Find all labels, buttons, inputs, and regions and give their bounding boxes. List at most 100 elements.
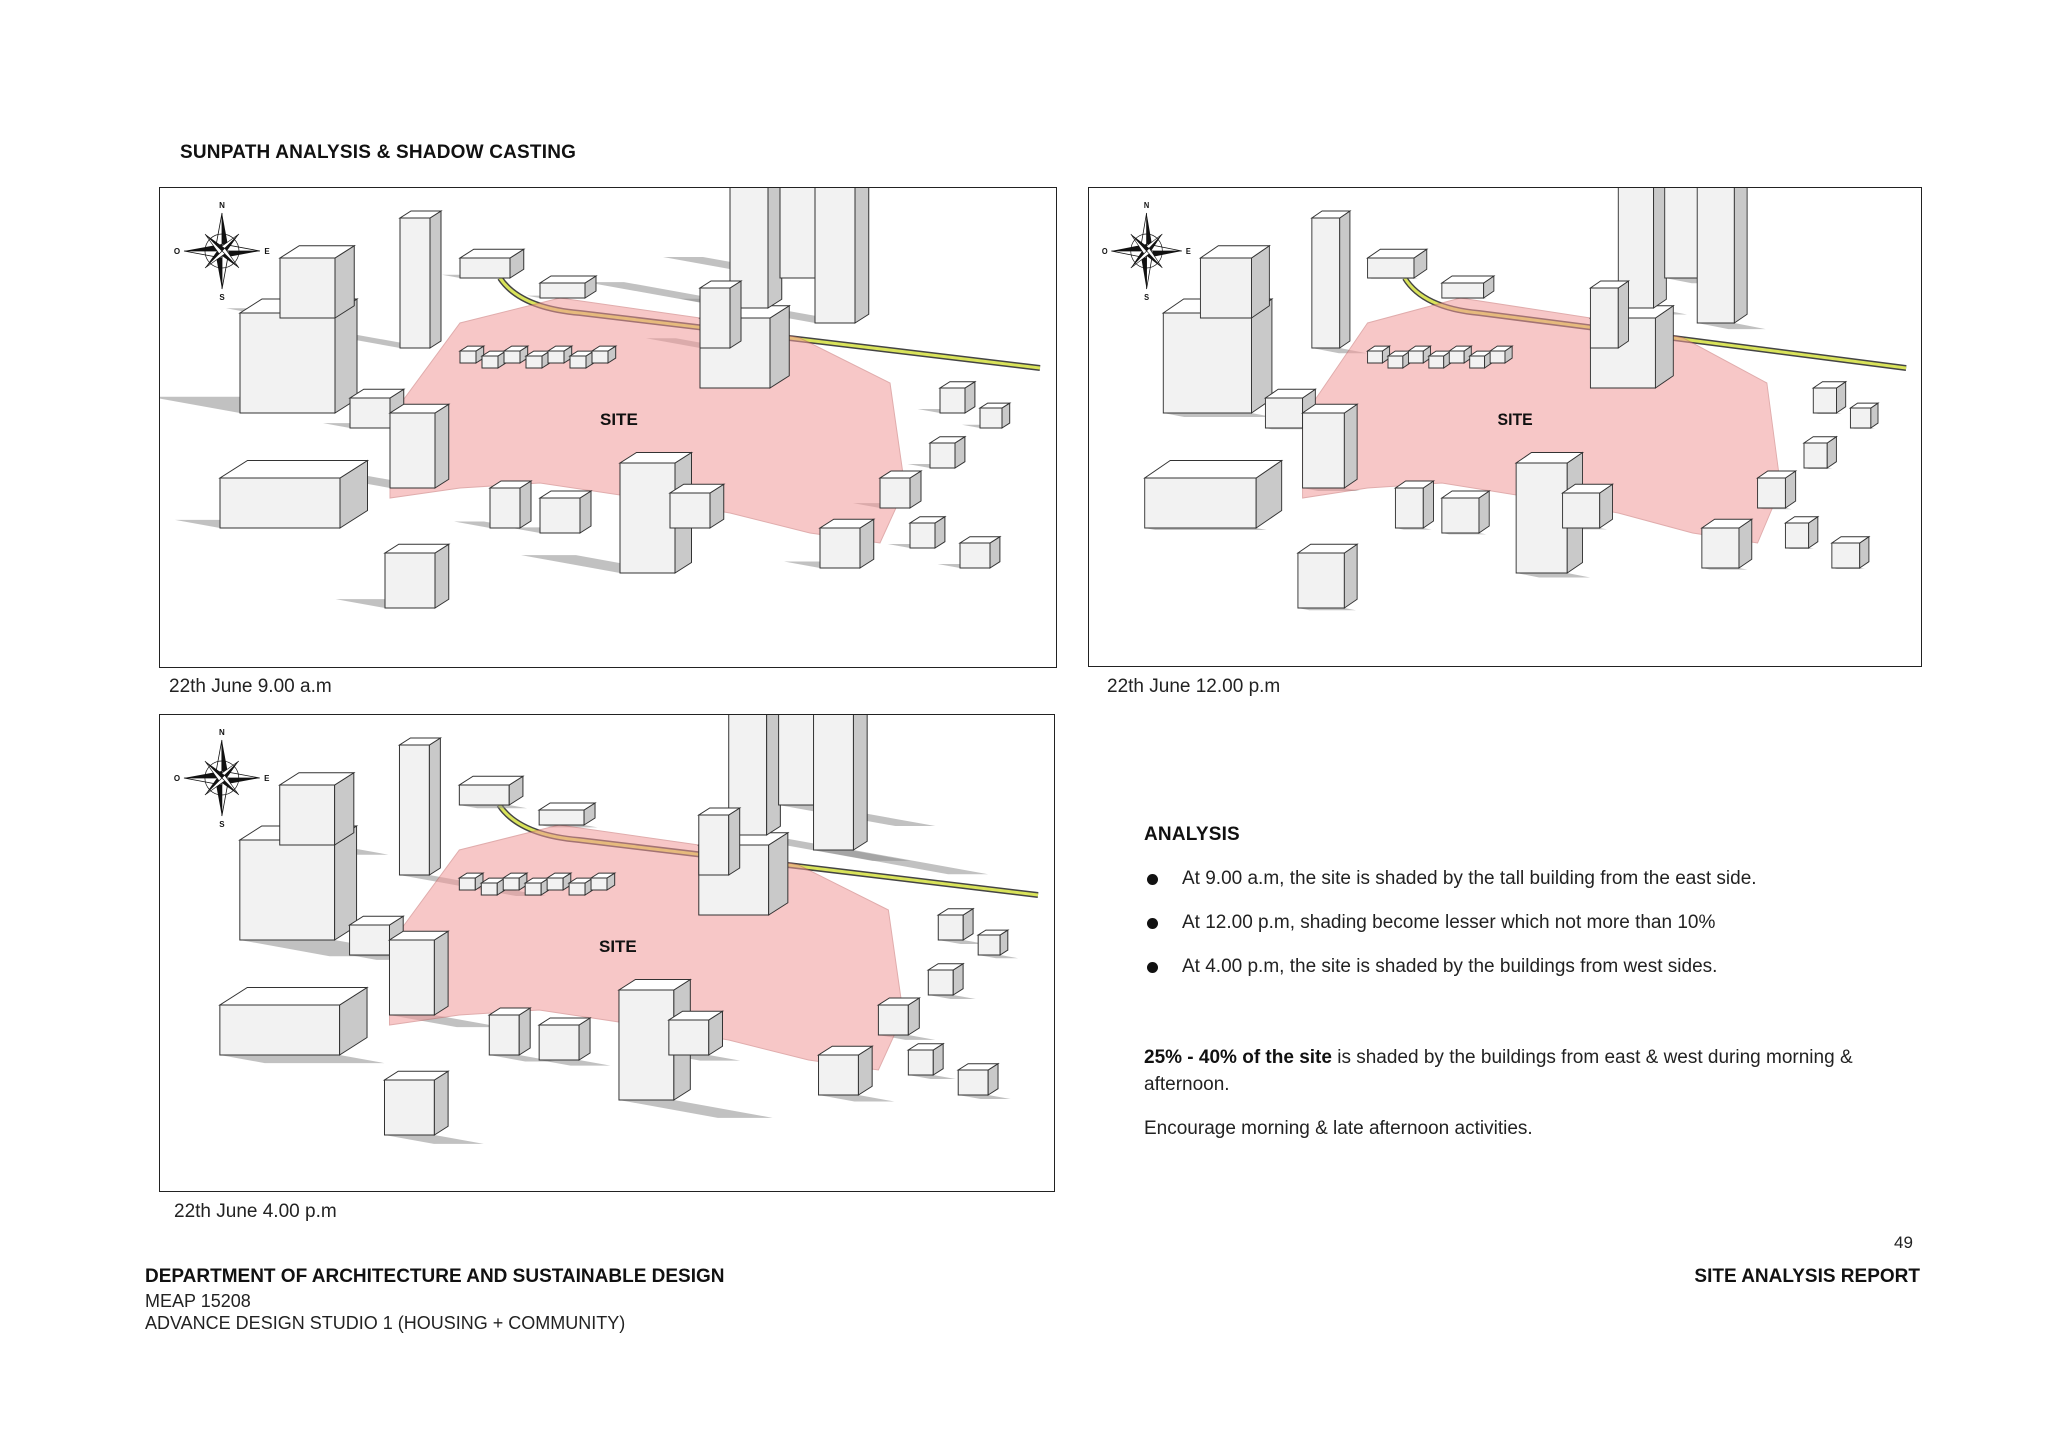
building bbox=[539, 1018, 590, 1060]
building bbox=[390, 404, 449, 488]
building bbox=[1312, 211, 1350, 348]
building bbox=[460, 346, 484, 363]
svg-text:O: O bbox=[174, 774, 180, 783]
building bbox=[960, 537, 1000, 568]
analysis-title: ANALYSIS bbox=[1144, 824, 1240, 846]
building bbox=[384, 1071, 448, 1135]
building bbox=[1395, 481, 1433, 528]
figure-caption-12pm: 22th June 12.00 p.m bbox=[1107, 676, 1280, 698]
svg-text:S: S bbox=[219, 293, 225, 302]
analysis-bullet: At 4.00 p.m, the site is shaded by the b… bbox=[1147, 956, 1907, 1000]
building bbox=[930, 437, 965, 468]
building bbox=[220, 988, 367, 1056]
report-title: SITE ANALYSIS REPORT bbox=[1694, 1266, 1920, 1288]
building bbox=[540, 491, 591, 533]
site-label: SITE bbox=[600, 410, 638, 429]
building bbox=[978, 930, 1008, 955]
building bbox=[1442, 276, 1494, 298]
building-shadow bbox=[1516, 573, 1590, 577]
building bbox=[504, 346, 528, 363]
building bbox=[569, 878, 593, 895]
site-model-group: SITE N S E O bbox=[174, 715, 1038, 1144]
building bbox=[1785, 517, 1817, 548]
building bbox=[878, 998, 919, 1035]
analysis-bullet: At 12.00 p.m, shading become lesser whic… bbox=[1147, 912, 1907, 956]
building bbox=[525, 878, 549, 895]
building bbox=[1388, 351, 1410, 368]
building bbox=[591, 873, 615, 890]
building-shadow bbox=[619, 1100, 773, 1118]
compass-rose-icon: NSEO bbox=[174, 201, 270, 302]
figure-4pm: SITE N S E O bbox=[159, 714, 1055, 1192]
building bbox=[1368, 346, 1390, 363]
building bbox=[928, 964, 963, 995]
svg-text:N: N bbox=[219, 201, 225, 210]
building bbox=[669, 1011, 723, 1055]
building bbox=[1200, 246, 1269, 318]
svg-text:N: N bbox=[1144, 201, 1150, 210]
building bbox=[1804, 437, 1836, 468]
figure-12pm: SITENSEO bbox=[1088, 187, 1922, 667]
building bbox=[280, 773, 354, 845]
course-name: ADVANCE DESIGN STUDIO 1 (HOUSING + COMMU… bbox=[145, 1312, 625, 1334]
compass-rose-icon: N S E O bbox=[174, 728, 270, 829]
building bbox=[958, 1064, 998, 1095]
building bbox=[400, 211, 441, 348]
building-shadow bbox=[1163, 413, 1272, 417]
building bbox=[1490, 346, 1512, 363]
building bbox=[389, 931, 448, 1015]
department-name: DEPARTMENT OF ARCHITECTURE AND SUSTAINAB… bbox=[145, 1266, 725, 1288]
building bbox=[938, 909, 973, 940]
site-label: SITE bbox=[599, 937, 637, 956]
shading-summary: 25% - 40% of the site is shaded by the b… bbox=[1144, 1044, 1904, 1098]
building bbox=[1832, 537, 1869, 568]
building-shadow bbox=[908, 1075, 955, 1079]
figure-caption-4pm: 22th June 4.00 p.m bbox=[174, 1201, 337, 1223]
building bbox=[459, 776, 523, 805]
building-shadow bbox=[958, 1095, 1010, 1099]
svg-text:S: S bbox=[219, 820, 225, 829]
site-model-drawing: SITE N S E O bbox=[160, 715, 1054, 1191]
course-code: MEAP 15208 bbox=[145, 1290, 251, 1312]
svg-text:O: O bbox=[1102, 247, 1108, 256]
site-label: SITE bbox=[1498, 410, 1533, 429]
building bbox=[489, 1008, 530, 1055]
building bbox=[1145, 461, 1282, 529]
svg-text:E: E bbox=[1186, 247, 1191, 256]
building bbox=[592, 346, 616, 363]
building bbox=[910, 517, 945, 548]
building bbox=[570, 351, 594, 368]
building-shadow bbox=[384, 1135, 483, 1144]
compass-rose-icon: NSEO bbox=[1102, 201, 1191, 302]
page-title: SUNPATH ANALYSIS & SHADOW CASTING bbox=[180, 142, 576, 164]
analysis-bullet: At 9.00 a.m, the site is shaded by the t… bbox=[1147, 868, 1907, 912]
building bbox=[547, 873, 571, 890]
building bbox=[503, 873, 527, 890]
recommendation: Encourage morning & late afternoon activ… bbox=[1144, 1115, 1533, 1142]
building bbox=[699, 808, 740, 875]
building bbox=[814, 715, 868, 850]
building bbox=[908, 1044, 943, 1075]
building bbox=[220, 461, 368, 529]
svg-text:E: E bbox=[264, 247, 270, 256]
building bbox=[1442, 491, 1489, 533]
building bbox=[481, 878, 505, 895]
building bbox=[1850, 403, 1878, 428]
building bbox=[1758, 471, 1796, 508]
svg-text:N: N bbox=[219, 728, 225, 737]
building bbox=[880, 471, 921, 508]
svg-text:E: E bbox=[264, 774, 270, 783]
building bbox=[1408, 346, 1430, 363]
analysis-bullets: At 9.00 a.m, the site is shaded by the t… bbox=[1147, 868, 1907, 1000]
bullet-dot-icon bbox=[1147, 918, 1158, 929]
building bbox=[1303, 404, 1358, 488]
building bbox=[1449, 346, 1471, 363]
building bbox=[700, 281, 741, 348]
building bbox=[548, 346, 572, 363]
building bbox=[280, 246, 354, 318]
building bbox=[1429, 351, 1451, 368]
building bbox=[540, 276, 596, 298]
